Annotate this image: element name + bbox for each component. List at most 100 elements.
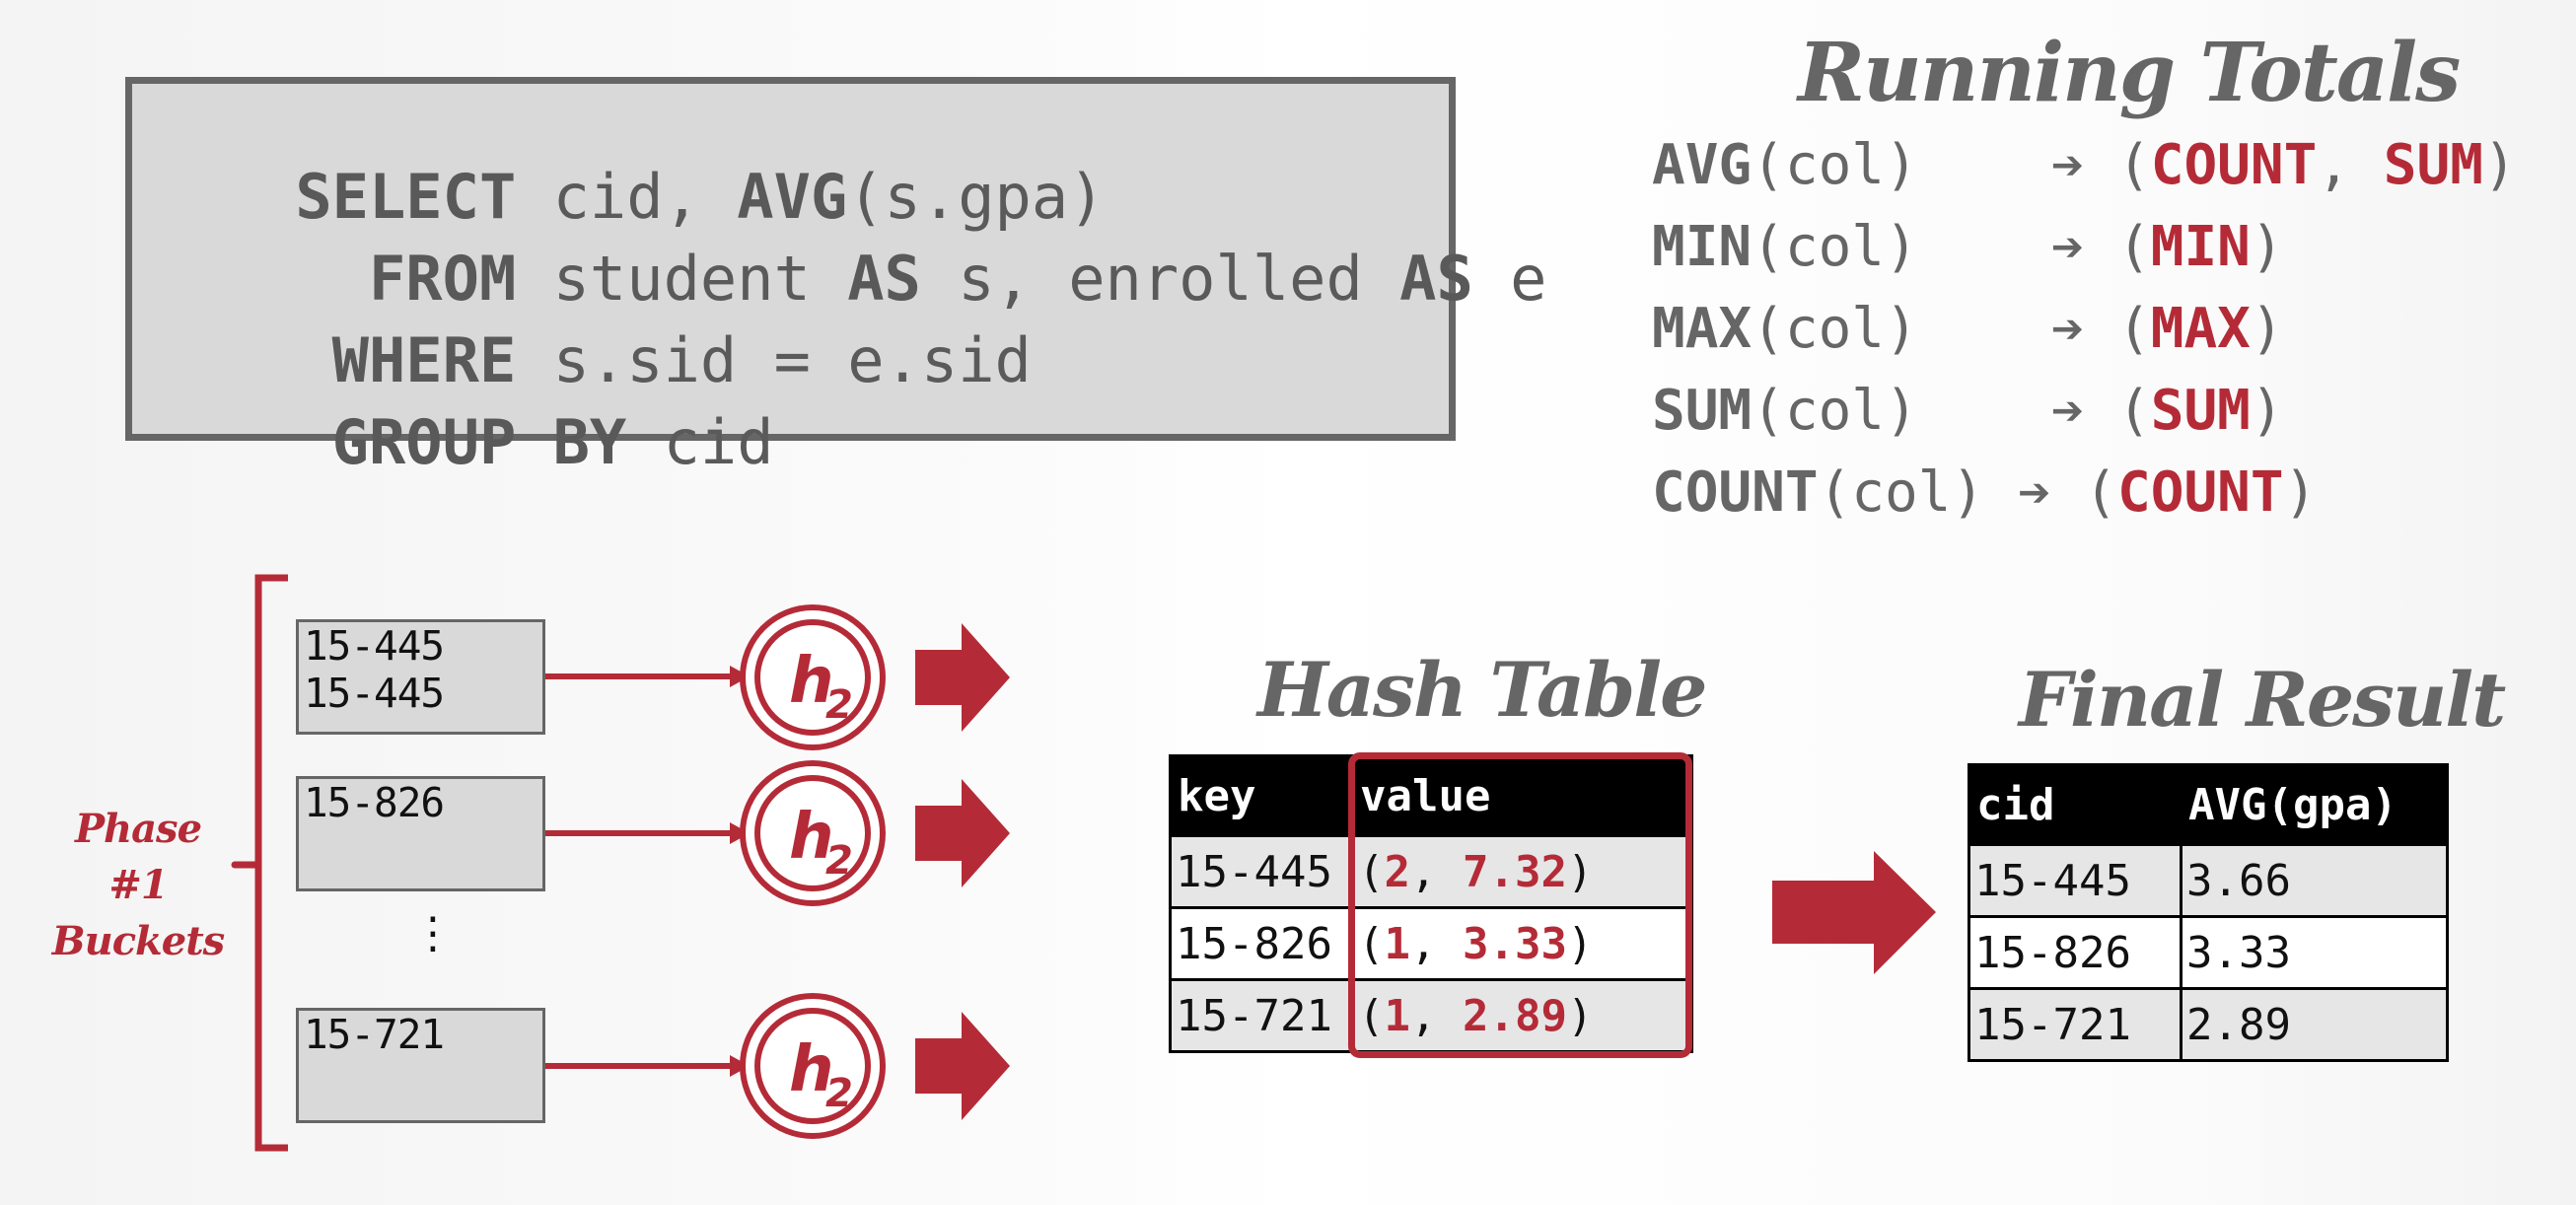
hash-function-icon bbox=[740, 604, 886, 750]
sql-text: e bbox=[1472, 243, 1547, 315]
aggregate-arg: (col) bbox=[1752, 297, 1918, 361]
hash-function-icon bbox=[740, 993, 886, 1139]
running-total-component: COUNT bbox=[2117, 461, 2284, 525]
table-row: 15-826(1, 3.33) bbox=[1169, 906, 1693, 981]
hash-table-header: key value bbox=[1169, 754, 1693, 837]
running-total-component: SUM bbox=[2150, 379, 2251, 443]
cid-cell: 15-445 bbox=[1968, 843, 2182, 918]
running-total-component: MAX bbox=[2150, 297, 2251, 361]
sql-keyword: AS bbox=[1399, 243, 1473, 315]
column-header-avg-gpa: AVG(gpa) bbox=[2180, 763, 2449, 846]
sql-line-where: WHERE s.sid = e.sid bbox=[148, 269, 1032, 453]
count-value: 2 bbox=[1384, 846, 1411, 897]
count-value: 1 bbox=[1384, 990, 1411, 1041]
arrow-right-icon: ➔ bbox=[2050, 297, 2085, 361]
sql-text: student bbox=[516, 243, 848, 315]
bucket-entry: 15-826 bbox=[304, 779, 445, 826]
bucket-box: 15-721 bbox=[296, 1008, 545, 1123]
running-total-row: AVG(col) ➔ (COUNT, SUM) bbox=[1652, 138, 2517, 193]
paren: ( bbox=[2050, 461, 2118, 525]
final-result-title: Final Result bbox=[2019, 656, 2506, 744]
block-arrow-icon bbox=[915, 779, 1010, 887]
column-header-key: key bbox=[1169, 754, 1354, 837]
running-totals-title: Running Totals bbox=[1798, 26, 2461, 120]
sql-text: s.sid = e.sid bbox=[516, 324, 1032, 396]
final-result-header: cid AVG(gpa) bbox=[1968, 763, 2449, 846]
avg-gpa-cell: 2.89 bbox=[2180, 987, 2449, 1062]
column-header-value: value bbox=[1351, 754, 1693, 837]
sql-keyword: WHERE bbox=[295, 324, 517, 396]
bucket-bracket bbox=[254, 574, 288, 1152]
sql-keyword: SELECT bbox=[295, 161, 517, 233]
connector-arrow-3 bbox=[545, 1055, 750, 1077]
hash-fn-label: h bbox=[789, 1033, 834, 1106]
paren: ) bbox=[2250, 297, 2284, 361]
sql-keyword: AVG bbox=[737, 161, 848, 233]
phase-label-line1: Phase #1 bbox=[74, 806, 202, 908]
sql-text: cid, bbox=[516, 161, 738, 233]
cid-cell: 15-721 bbox=[1968, 987, 2182, 1062]
hash-fn-subscript: 2 bbox=[825, 682, 853, 728]
arrow-right-icon: ➔ bbox=[2017, 461, 2051, 525]
connector-arrow-1 bbox=[545, 666, 750, 687]
hash-fn-label: h bbox=[789, 801, 834, 874]
value-cell: (1, 2.89) bbox=[1351, 978, 1693, 1053]
key-cell: 15-826 bbox=[1169, 906, 1354, 981]
paren: ) bbox=[2250, 379, 2284, 443]
connector-arrow-2 bbox=[545, 822, 750, 844]
key-cell: 15-721 bbox=[1169, 978, 1354, 1053]
aggregate-fn: SUM bbox=[1652, 379, 1753, 443]
cid-cell: 15-826 bbox=[1968, 915, 2182, 990]
sql-text: (s.gpa) bbox=[847, 161, 1106, 233]
sql-line-from: FROM student AS s, enrolled AS e bbox=[148, 187, 1547, 371]
result-arrow-icon bbox=[1772, 851, 1936, 974]
running-total-row: SUM(col) ➔ (SUM) bbox=[1652, 384, 2284, 439]
aggregate-fn: MAX bbox=[1652, 297, 1753, 361]
bucket-entry: 15-721 bbox=[304, 1011, 445, 1058]
sum-value: 7.32 bbox=[1462, 846, 1567, 897]
aggregate-fn: COUNT bbox=[1652, 461, 1819, 525]
bucket-box: 15-445 15-445 bbox=[296, 619, 545, 735]
bucket-box: 15-826 bbox=[296, 776, 545, 891]
running-total-row: COUNT(col) ➔ (COUNT) bbox=[1652, 465, 2317, 521]
hash-table-title: Hash Table bbox=[1257, 646, 1707, 734]
aggregate-arg: (col) bbox=[1752, 133, 1918, 197]
avg-gpa-cell: 3.66 bbox=[2180, 843, 2449, 918]
column-header-cid: cid bbox=[1968, 763, 2182, 846]
bucket-entry: 15-445 bbox=[304, 622, 445, 670]
sql-keyword: GROUP BY bbox=[295, 406, 627, 478]
sql-line-select: SELECT cid, AVG(s.gpa) bbox=[148, 106, 1106, 289]
paren: ( bbox=[2084, 215, 2151, 279]
sql-line-groupby: GROUP BY cid bbox=[148, 351, 774, 534]
hash-table: key value 15-445(2, 7.32)15-826(1, 3.33)… bbox=[1169, 754, 1693, 1053]
arrow-right-icon: ➔ bbox=[2050, 379, 2085, 443]
sql-text: s, enrolled bbox=[920, 243, 1400, 315]
aggregate-arg: (col) bbox=[1818, 461, 1985, 525]
ellipsis-icon: ⋮ bbox=[411, 908, 455, 958]
sql-keyword: FROM bbox=[295, 243, 517, 315]
sum-value: 2.89 bbox=[1462, 990, 1567, 1041]
paren: ) bbox=[2482, 133, 2517, 197]
paren: ( bbox=[2084, 133, 2151, 197]
running-total-row: MIN(col) ➔ (MIN) bbox=[1652, 220, 2284, 275]
paren: ) bbox=[2250, 215, 2284, 279]
key-cell: 15-445 bbox=[1169, 834, 1354, 909]
paren: ) bbox=[2283, 461, 2318, 525]
aggregate-fn: AVG bbox=[1652, 133, 1753, 197]
phase-label: Phase #1 Buckets bbox=[39, 801, 237, 969]
running-total-component: SUM bbox=[2383, 133, 2483, 197]
avg-gpa-cell: 3.33 bbox=[2180, 915, 2449, 990]
sum-value: 3.33 bbox=[1462, 918, 1567, 969]
sql-keyword: AS bbox=[847, 243, 921, 315]
sql-text: cid bbox=[626, 406, 774, 478]
hash-function-icon bbox=[740, 760, 886, 906]
paren: ( bbox=[2084, 297, 2151, 361]
running-total-component: MIN bbox=[2150, 215, 2251, 279]
block-arrow-icon bbox=[915, 1012, 1010, 1120]
value-cell: (1, 3.33) bbox=[1351, 906, 1693, 981]
